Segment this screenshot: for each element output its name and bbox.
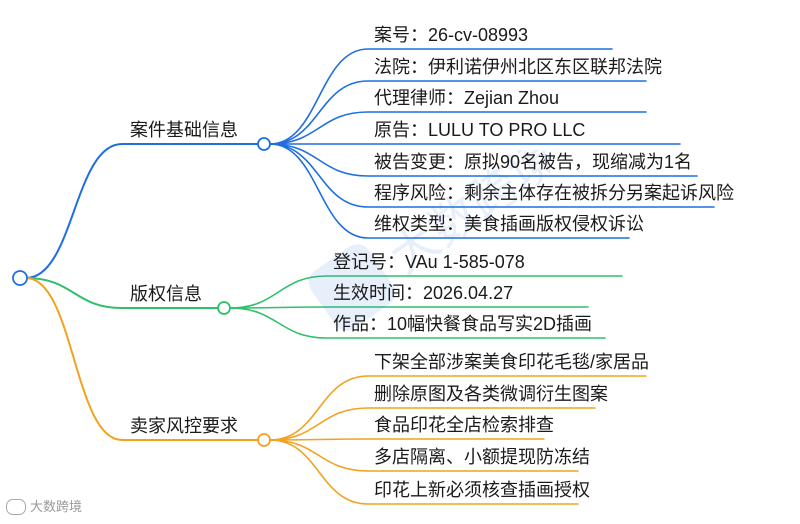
leaf-label-2-4: 印花上新必须核查插画授权 (374, 480, 590, 500)
brand-logo-icon (6, 499, 26, 515)
leaf-connector-0-6 (269, 143, 630, 239)
leaf-connector-2-0 (269, 375, 647, 441)
leaf-connector-1-0 (229, 275, 623, 309)
branch-label-0: 案件基础信息 (130, 120, 238, 140)
leaf-label-2-2: 食品印花全店检索排查 (374, 415, 554, 435)
footer-brand: 大数跨境 (6, 496, 82, 516)
root-to-0-connector (25, 143, 259, 279)
leaf-connector-0-2 (269, 111, 647, 145)
leaf-connector-2-2 (269, 438, 545, 441)
leaf-label-0-4: 被告变更：原拟90名被告，现缩减为1名 (374, 152, 693, 172)
root-node[interactable] (12, 270, 28, 286)
branch-node-1[interactable] (217, 301, 231, 315)
leaf-connector-2-1 (269, 407, 596, 441)
leaf-label-0-2: 代理律师：Zejian Zhou (374, 88, 560, 108)
root-to-2-connector (25, 277, 259, 441)
leaf-label-2-3: 多店隔离、小额提现防冻结 (374, 447, 590, 467)
branch-node-0[interactable] (257, 137, 271, 151)
leaf-connector-1-1 (229, 306, 589, 309)
leaf-connector-0-4 (269, 143, 698, 177)
leaf-label-0-6: 维权类型：美食插画版权侵权诉讼 (374, 214, 644, 234)
leaf-connector-2-4 (269, 439, 579, 505)
leaf-label-2-0: 下架全部涉案美食印花毛毯/家居品 (374, 352, 649, 372)
branch-label-1: 版权信息 (130, 284, 202, 304)
leaf-connector-0-5 (269, 143, 715, 208)
branch-label-2: 卖家风控要求 (130, 416, 238, 436)
leaf-connector-1-2 (229, 307, 606, 339)
branch-node-2[interactable] (257, 433, 271, 447)
leaf-label-1-0: 登记号：VAu 1-585-078 (333, 252, 525, 272)
leaf-label-0-5: 程序风险：剩余主体存在被拆分另案起诉风险 (374, 183, 734, 203)
leaf-connector-0-1 (269, 80, 647, 145)
leaf-label-0-0: 案号：26-cv-08993 (374, 25, 529, 45)
root-to-1-connector (25, 277, 219, 309)
leaf-label-1-2: 作品：10幅快餐食品写实2D插画 (333, 314, 593, 334)
leaf-label-2-1: 删除原图及各类微调衍生图案 (374, 384, 608, 404)
leaf-connector-2-3 (269, 439, 579, 472)
leaf-connector-0-0 (269, 48, 613, 145)
leaf-label-0-3: 原告：LULU TO PRO LLC (374, 120, 586, 140)
footer-brand-text: 大数跨境 (30, 499, 83, 515)
leaf-label-1-1: 生效时间：2026.04.27 (333, 283, 514, 303)
leaf-label-0-1: 法院：伊利诺伊州北区东区联邦法院 (374, 57, 662, 77)
